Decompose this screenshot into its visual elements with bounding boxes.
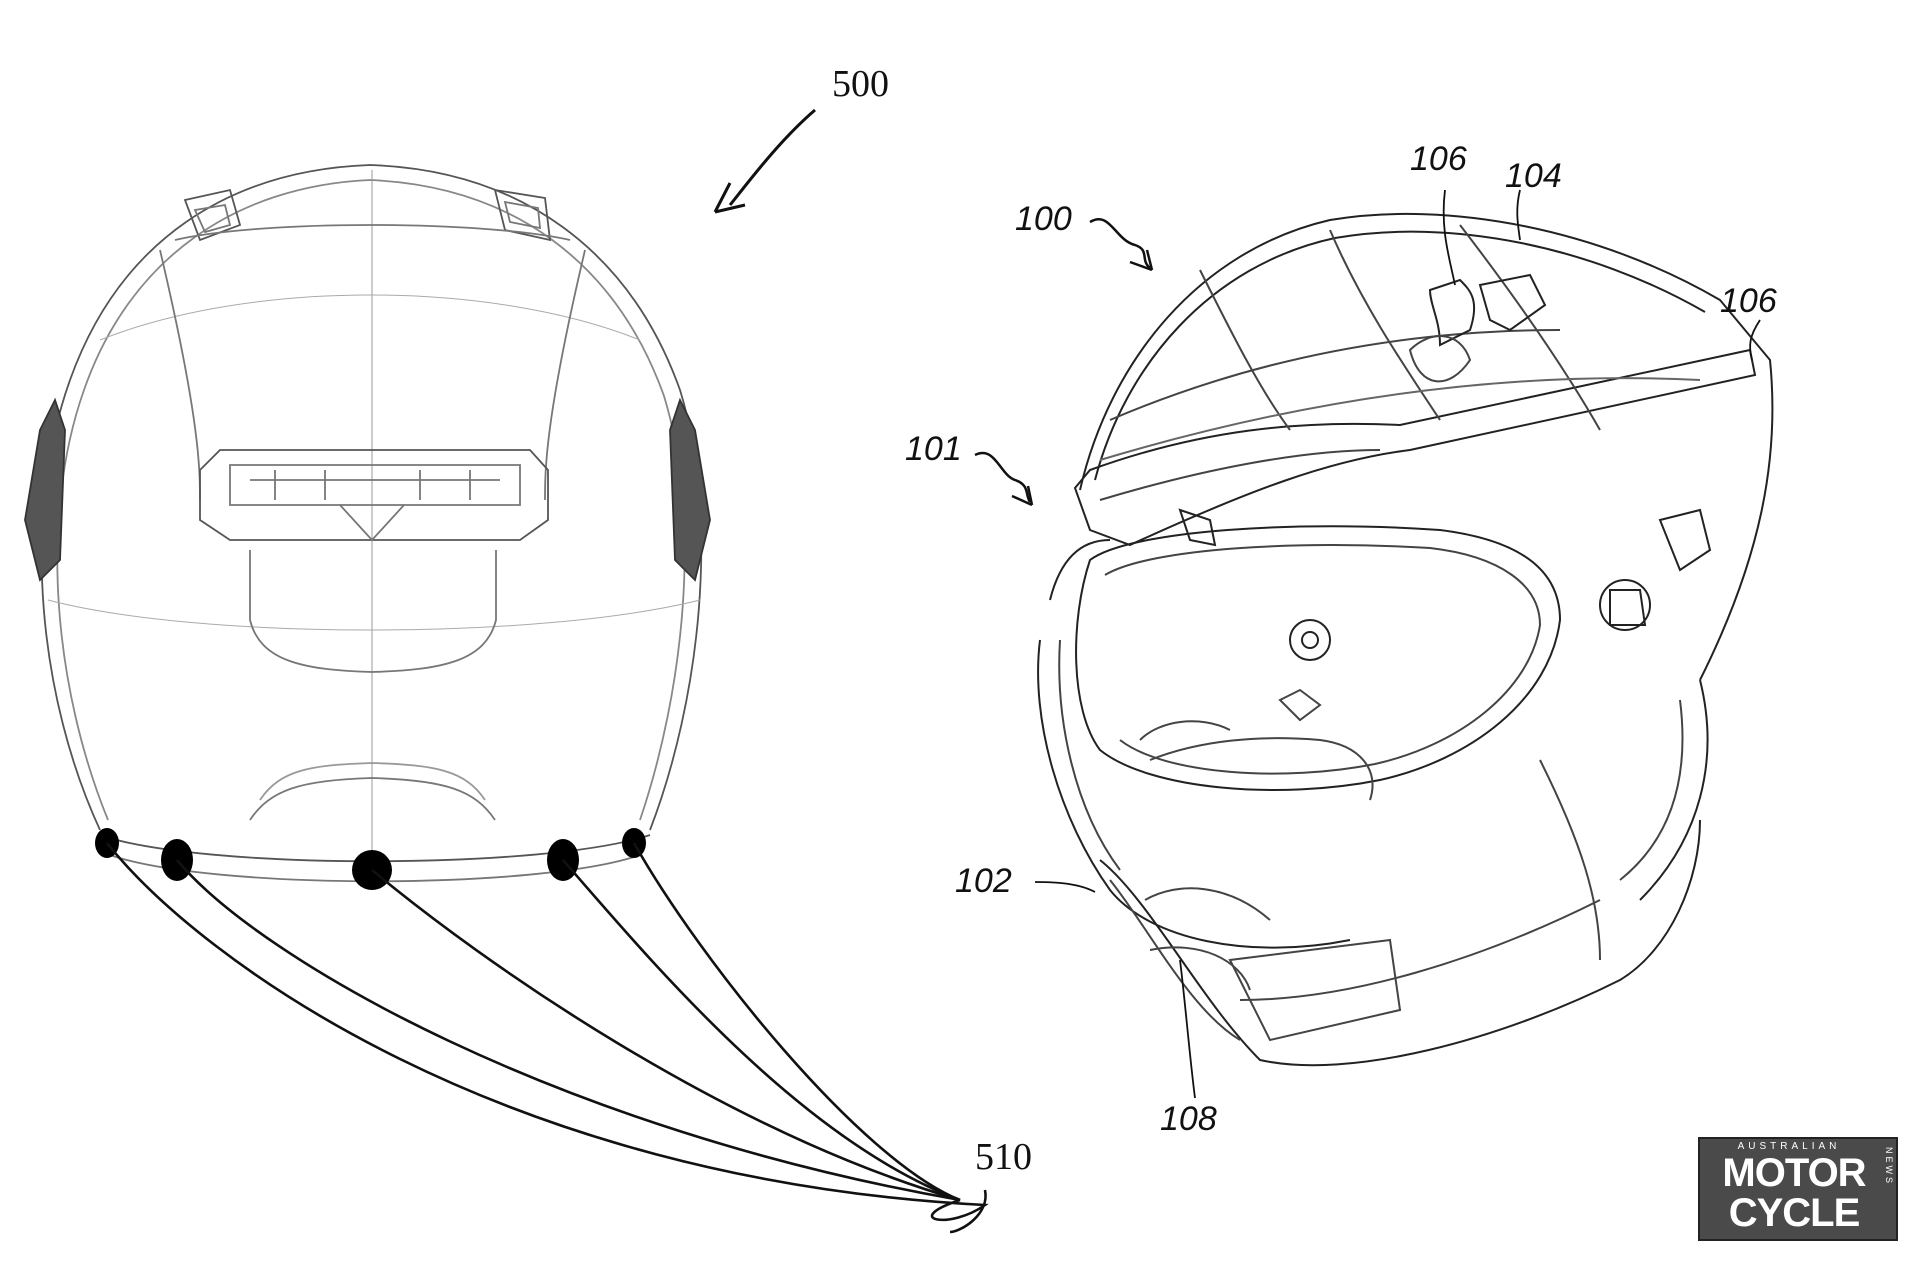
- arrow-101: [974, 451, 1034, 507]
- logo-top-text: AUSTRALIAN: [1737, 1141, 1841, 1152]
- label-101: 101: [905, 430, 962, 468]
- label-106-top: 106: [1410, 140, 1467, 178]
- visor-pivot: [1289, 619, 1331, 661]
- rear-right-side-pod: [669, 397, 711, 582]
- label-510: 510: [975, 1136, 1032, 1178]
- face-opening: [1075, 525, 1562, 791]
- side-pivot: [1599, 579, 1651, 631]
- helmet-shell: [1079, 212, 1774, 681]
- perspective-helmet: [1037, 212, 1774, 1067]
- logo-side-text: NEWS: [1884, 1147, 1894, 1186]
- rear-top-left-vent: [183, 188, 242, 242]
- rear-left-side-pod: [24, 397, 66, 582]
- rear-helmet-shell: [40, 164, 703, 831]
- rear-top-right-vent: [493, 188, 552, 242]
- label-106-right: 106: [1720, 282, 1777, 320]
- visor-rail: [1073, 348, 1757, 547]
- label-102: 102: [955, 862, 1012, 900]
- rear-helmet-view: [24, 164, 711, 883]
- logo-line-motor: MOTOR: [1722, 1151, 1866, 1195]
- label-100: 100: [1015, 200, 1072, 238]
- side-vent: [1658, 508, 1712, 572]
- arrow-100: [1089, 218, 1154, 272]
- logo-line-cycle: CYCLE: [1728, 1191, 1861, 1235]
- leader-lines-510: [105, 842, 989, 1234]
- ref-leaders: [1034, 189, 1761, 1099]
- label-104: 104: [1505, 157, 1562, 195]
- sensor-dots: [95, 828, 646, 890]
- rear-center-vent: [199, 449, 549, 541]
- arrow-500: [713, 108, 816, 214]
- publisher-logo: AUSTRALIAN MOTOR CYCLE NEWS: [1698, 1137, 1898, 1241]
- top-vent: [1428, 278, 1476, 347]
- label-108: 108: [1160, 1100, 1217, 1138]
- label-500: 500: [832, 63, 889, 105]
- chin-bar: [1099, 819, 1701, 1067]
